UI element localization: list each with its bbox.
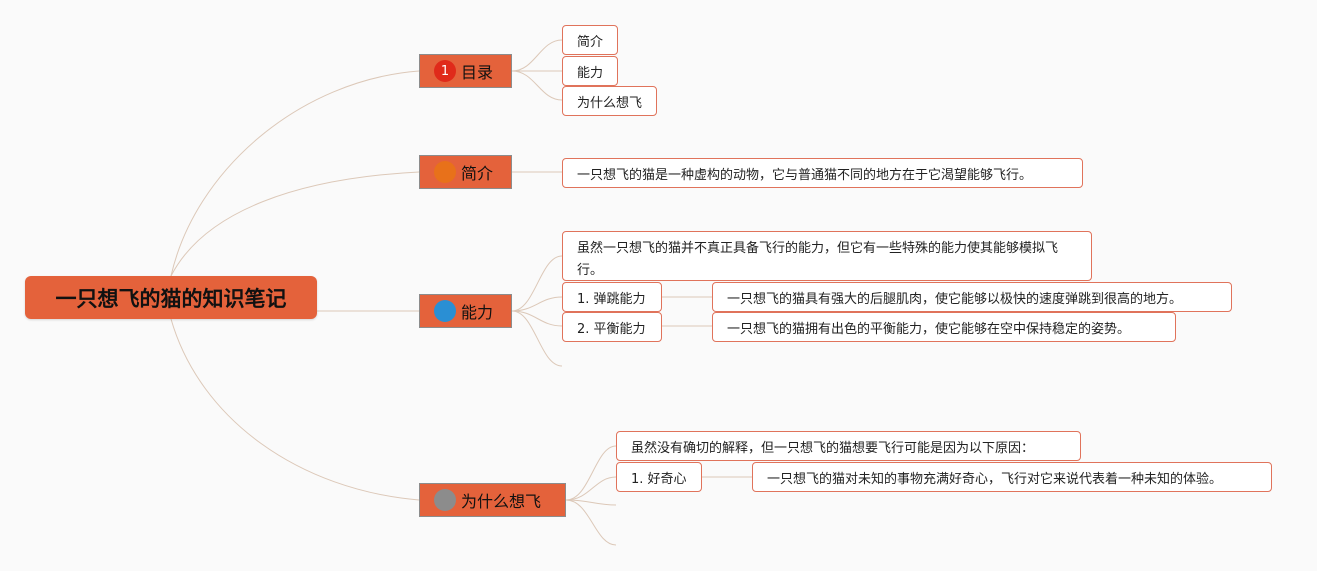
- branch-why[interactable]: 为什么想飞: [419, 483, 566, 517]
- marker-icon: [434, 300, 456, 322]
- branch-toc[interactable]: 1 目录: [419, 54, 512, 88]
- marker-icon: [434, 489, 456, 511]
- branch-ability[interactable]: 能力: [419, 294, 512, 328]
- number-badge-icon: 1: [434, 60, 456, 82]
- ability-detail-jump[interactable]: 一只想飞的猫具有强大的后腿肌肉，使它能够以极快的速度弹跳到很高的地方。: [712, 282, 1232, 312]
- branch-intro[interactable]: 简介: [419, 155, 512, 189]
- ability-summary[interactable]: 虽然一只想飞的猫并不真正具备飞行的能力，但它有一些特殊的能力使其能够模拟飞行。: [562, 231, 1092, 281]
- branch-label: 简介: [461, 164, 494, 183]
- root-title: 一只想飞的猫的知识笔记: [55, 286, 287, 311]
- branch-label: 能力: [461, 303, 494, 322]
- why-summary[interactable]: 虽然没有确切的解释，但一只想飞的猫想要飞行可能是因为以下原因：: [616, 431, 1081, 461]
- ability-detail-balance[interactable]: 一只想飞的猫拥有出色的平衡能力，使它能够在空中保持稳定的姿势。: [712, 312, 1176, 342]
- why-detail-curiosity[interactable]: 一只想飞的猫对未知的事物充满好奇心，飞行对它来说代表着一种未知的体验。: [752, 462, 1272, 492]
- why-item-curiosity[interactable]: 1. 好奇心: [616, 462, 702, 492]
- branch-label: 目录: [461, 63, 494, 82]
- marker-icon: [434, 161, 456, 183]
- ability-item-jump[interactable]: 1. 弹跳能力: [562, 282, 662, 312]
- toc-item[interactable]: 为什么想飞: [562, 86, 658, 116]
- toc-item[interactable]: 简介: [562, 25, 619, 55]
- toc-item[interactable]: 能力: [562, 56, 619, 86]
- root-node[interactable]: 一只想飞的猫的知识笔记: [25, 276, 317, 319]
- branch-label: 为什么想飞: [461, 492, 542, 511]
- ability-item-balance[interactable]: 2. 平衡能力: [562, 312, 662, 342]
- intro-text[interactable]: 一只想飞的猫是一种虚构的动物，它与普通猫不同的地方在于它渴望能够飞行。: [562, 158, 1083, 188]
